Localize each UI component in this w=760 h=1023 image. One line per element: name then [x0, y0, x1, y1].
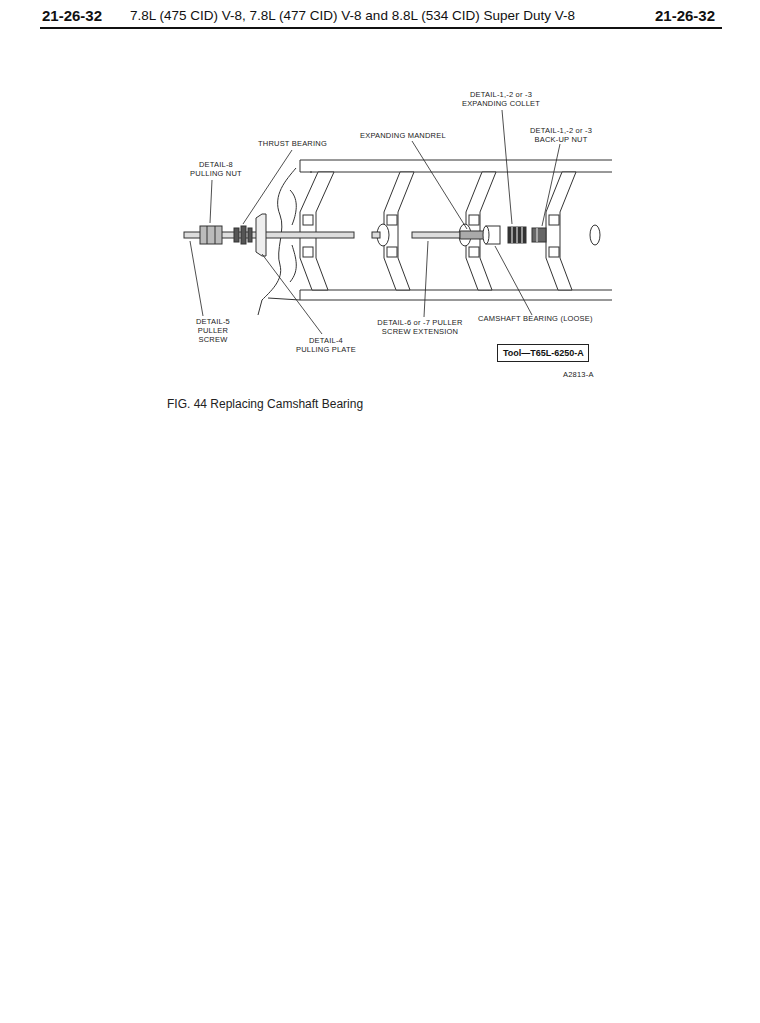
thrust-bearing-part — [248, 228, 252, 242]
bearing-webs-part — [549, 247, 559, 257]
mandrel-collet-part — [508, 227, 526, 243]
engine-block-part — [300, 160, 612, 161]
thrust-bearing-part — [234, 228, 239, 242]
figure-code: A2813-A — [563, 370, 594, 379]
part-label: DETAIL-1,-2 or -3 BACK-UP NUT — [520, 126, 602, 144]
mandrel-collet — [460, 226, 546, 244]
header-rule — [40, 27, 722, 29]
tool-number-box: Tool—T65L-6250-A — [497, 344, 589, 362]
bearing-webs-part — [303, 215, 313, 225]
puller-screw-part — [200, 226, 222, 244]
leader-lines-part — [243, 150, 292, 224]
bearing-webs-part — [387, 247, 397, 257]
bearing-webs-part — [546, 172, 576, 290]
thrust-bearing — [234, 226, 252, 244]
leader-lines-part — [412, 141, 467, 229]
bearing-webs-part — [469, 215, 479, 225]
part-label: DETAIL-1,-2 or -3 EXPANDING COLLET — [455, 90, 547, 108]
puller-screw-part — [207, 226, 208, 244]
puller-screw-part — [412, 232, 460, 238]
part-label: DETAIL-6 or -7 PULLER SCREW EXTENSION — [362, 318, 478, 336]
leader-lines-part — [495, 246, 532, 315]
leader-lines-part — [542, 144, 560, 226]
part-label: THRUST BEARING — [258, 139, 338, 148]
bearing-webs-part — [549, 215, 559, 225]
bearing-holes-part — [590, 225, 600, 245]
mandrel-collet-part — [522, 227, 523, 243]
header-rule-part — [40, 27, 722, 29]
part-label: EXPANDING MANDREL — [360, 131, 460, 140]
bearing-webs-part — [300, 172, 334, 290]
leader-lines-part — [190, 241, 203, 316]
mandrel-collet-part — [537, 228, 538, 242]
part-label: DETAIL-4 PULLING PLATE — [294, 336, 358, 354]
leader-lines-part — [502, 110, 512, 224]
thrust-bearing-part — [241, 226, 246, 244]
page-number: 21-26-32 — [42, 7, 102, 25]
puller-screw — [184, 226, 460, 244]
bearing-webs-part — [387, 215, 397, 225]
page-number: 21-26-32 — [655, 7, 715, 25]
part-label: CAMSHAFT BEARING (LOOSE) — [478, 314, 608, 323]
tool-number: Tool—T65L-6250-A — [503, 347, 583, 359]
bearing-webs-part — [469, 247, 479, 257]
engine-block-part — [300, 290, 301, 300]
part-label: DETAIL-5 PULLER SCREW — [183, 317, 243, 344]
leader-lines-part — [210, 180, 212, 223]
leader-lines — [190, 110, 560, 334]
bearing-webs-part — [303, 247, 313, 257]
bearing-webs — [300, 172, 576, 290]
engine-block-part — [300, 300, 612, 301]
pulling-plate-part — [256, 214, 266, 256]
puller-screw-part — [215, 226, 216, 244]
engine-block-part — [300, 160, 312, 172]
bearing-holes — [377, 224, 600, 246]
mandrel-collet-part — [532, 228, 546, 242]
mandrel-collet-part — [483, 226, 489, 244]
pulling-plate — [256, 214, 266, 256]
figure-caption: FIG. 44 Replacing Camshaft Bearing — [167, 397, 363, 411]
mandrel-collet-part — [512, 227, 513, 243]
part-label: DETAIL-8 PULLING NUT — [188, 160, 244, 178]
mandrel-collet-part — [460, 231, 486, 239]
puller-screw-part — [372, 232, 380, 238]
leader-lines-part — [424, 241, 428, 317]
mandrel-collet-part — [517, 227, 518, 243]
page-header: 7.8L (475 CID) V-8, 7.8L (477 CID) V-8 a… — [130, 7, 575, 25]
leader-lines-part — [262, 254, 322, 334]
